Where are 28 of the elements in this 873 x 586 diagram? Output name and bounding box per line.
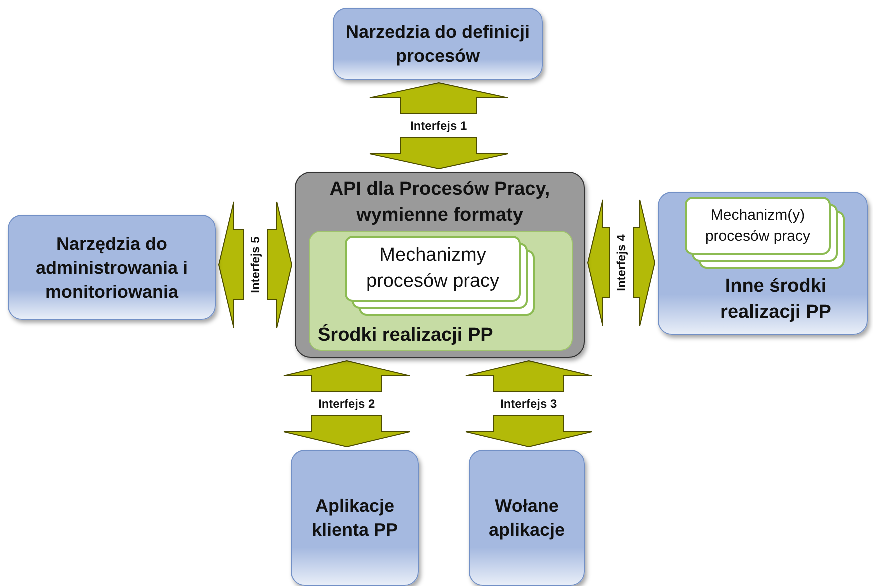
document-stack xyxy=(345,236,535,316)
card-text: Mechanizmy procesów pracy xyxy=(365,244,501,294)
box-title: Aplikacje klienta PP xyxy=(310,495,400,542)
process-box xyxy=(8,215,216,320)
double-arrow xyxy=(284,360,410,448)
card-text: Mechanizm(y) procesów pracy xyxy=(704,206,812,247)
process-box xyxy=(469,450,585,586)
edge-label: Interfejs 1 xyxy=(410,119,468,133)
process-box xyxy=(333,8,543,80)
engine-panel xyxy=(309,231,573,351)
double-arrow xyxy=(587,200,656,326)
edge-label: Interfejs 4 xyxy=(614,234,628,292)
double-arrow xyxy=(370,82,508,170)
api-panel xyxy=(295,172,585,358)
process-box xyxy=(291,450,419,586)
box-title: Narzedzia do definicji procesów xyxy=(344,21,532,68)
box-title: Narzędzia do administrowania i monitoriowania xyxy=(34,232,190,304)
edge-label: Interfejs 3 xyxy=(500,397,558,411)
box-title: API dla Procesów Pracy, wymienne formaty xyxy=(328,178,552,228)
box-title: Środki realizacji PP xyxy=(318,324,494,348)
edge-label: Interfejs 5 xyxy=(248,236,262,294)
double-arrow xyxy=(466,360,592,448)
process-box xyxy=(658,192,868,335)
box-title: Inne środki realizacji PP xyxy=(720,275,832,325)
box-title: Wołane aplikacje xyxy=(488,495,566,542)
double-arrow xyxy=(218,202,293,328)
document-stack xyxy=(685,197,845,269)
edge-label: Interfejs 2 xyxy=(318,397,376,411)
